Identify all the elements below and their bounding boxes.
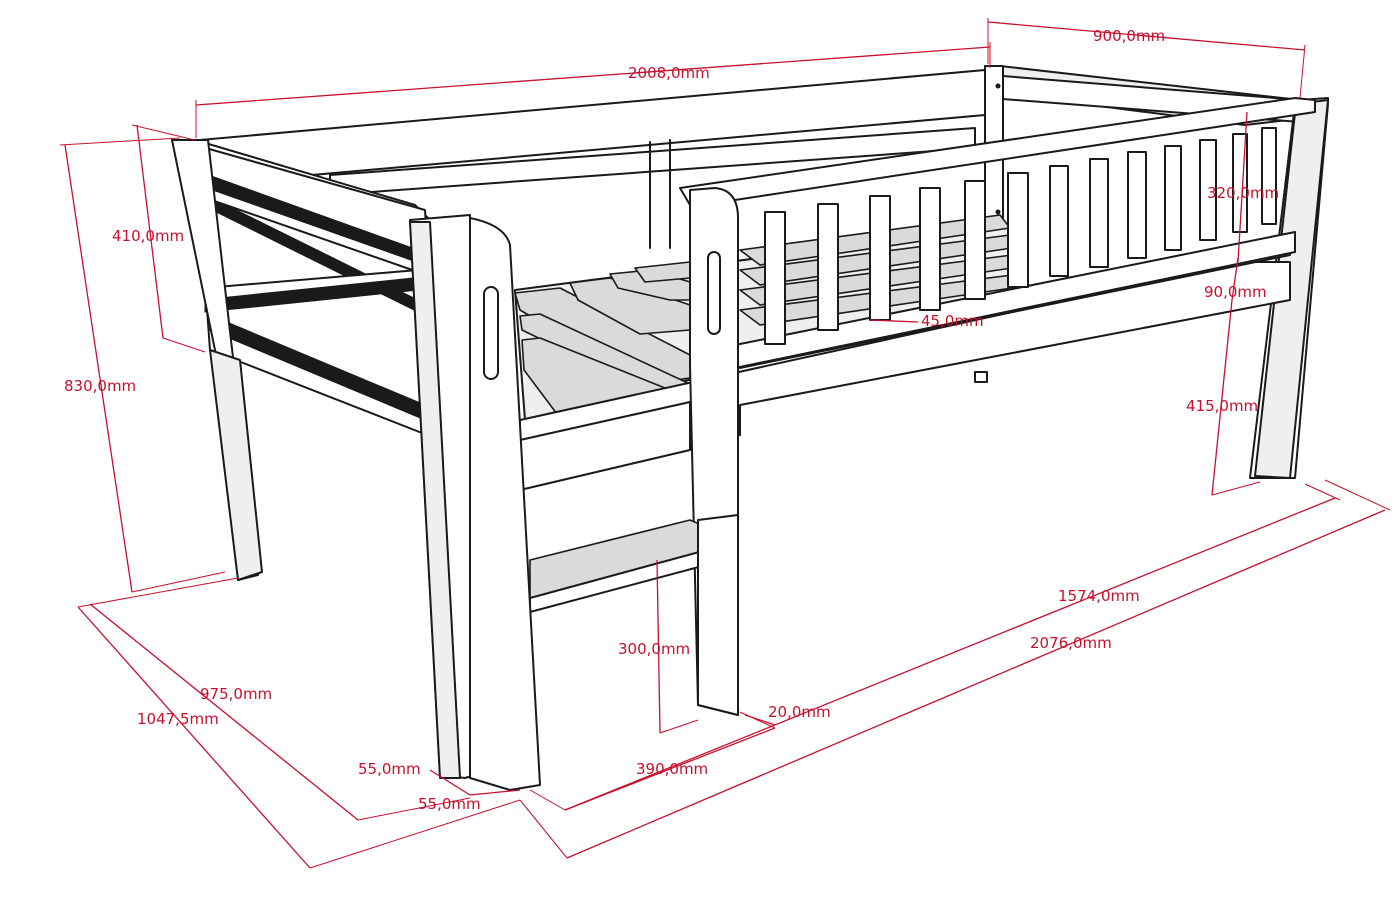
dim-line-415 [1211,299,1233,496]
dim-line-90 [1231,257,1239,301]
label-1047: 1047,5mm [137,710,219,728]
ext-410-a [131,124,196,141]
dim-line-2008 [195,46,991,106]
label-1574: 1574,0mm [1058,587,1140,605]
ext-900-b [1299,44,1306,99]
label-830: 830,0mm [64,377,136,395]
head-left-leg [209,349,263,581]
label-900: 900,0mm [1093,27,1165,45]
baluster [1127,151,1147,259]
slat-6 [634,261,691,283]
baluster [817,203,839,331]
far-post-bolt [995,83,1001,89]
ext-2076-a [519,799,568,859]
label-975: 975,0mm [200,685,272,703]
headboard-cross-bars [199,171,426,421]
baluster [764,211,786,345]
balusters [764,127,1277,345]
guard-rail-handle-slot [707,251,721,335]
label-20: 20,0mm [768,703,831,721]
dim-line-900 [987,21,1306,51]
ext-1574-b [1304,483,1341,501]
dim-line-830 [64,144,133,593]
dim-line-300 [656,559,661,734]
ext-1047-b [309,799,521,869]
dim-line-45 [869,319,919,323]
label-55b: 55,0mm [418,795,481,813]
ext-2076-b [1324,479,1391,511]
head-front-post-side [409,221,461,779]
center-foot [974,371,988,383]
baluster [1089,158,1109,268]
bed-drawing [171,65,1329,791]
dim-line-975 [89,603,359,821]
ext-830-b [131,571,226,593]
baluster [1049,165,1069,277]
baluster [964,180,986,300]
far-post-bolt-2 [995,209,1001,215]
far-right-leg [1254,99,1329,479]
ext-975-b [357,797,471,821]
ext-300-b [659,719,699,734]
ext-410-b [162,337,206,353]
dim-line-410 [136,124,164,339]
dim-line-55a [429,769,471,796]
label-2076: 2076,0mm [1030,634,1112,652]
baluster [1199,139,1217,241]
dim-line-1047 [77,606,311,869]
baluster [919,187,941,311]
ladder-handle-slot [483,286,499,380]
label-390: 390,0mm [636,760,708,778]
ext-415-b [1211,481,1261,496]
baluster [1007,172,1029,288]
label-90: 90,0mm [1204,283,1267,301]
ext-830-a [59,137,181,146]
dim-line-320 [1237,111,1248,263]
baluster [1261,127,1277,225]
dim-line-20 [744,714,776,726]
label-2008: 2008,0mm [628,64,710,82]
label-320: 320,0mm [1207,184,1279,202]
dim-line-1574 [564,497,1336,811]
label-300: 300,0mm [618,640,690,658]
label-45: 45,0mm [921,312,984,330]
dim-line-2076 [566,509,1386,859]
baluster [1164,145,1182,251]
label-55a: 55,0mm [358,760,421,778]
baluster [869,195,891,321]
label-410: 410,0mm [112,227,184,245]
ext-390-a [529,789,566,811]
ladder-right-stile [697,514,739,716]
dim-line-55b [469,789,521,796]
dimension-labels: 2008,0mm 900,0mm 410,0mm 830,0mm 320,0mm… [64,27,1279,813]
dimension-lines [59,18,1391,869]
ext-975-a [77,577,239,608]
label-415: 415,0mm [1186,397,1258,415]
